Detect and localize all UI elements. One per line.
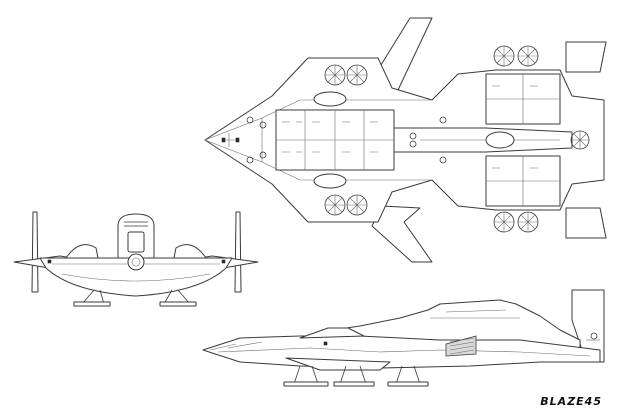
- front-view-nose-intake: [127, 253, 145, 271]
- top-view-rear-dome: [485, 131, 515, 149]
- side-view-canopy: [299, 327, 365, 339]
- front-view-left-fin: [31, 211, 39, 293]
- top-view-canopy-upper: [313, 91, 347, 107]
- top-view-sensor-dots: [246, 116, 447, 164]
- front-view-right-fin: [234, 211, 242, 293]
- front-view-body: [39, 257, 233, 297]
- side-view: [202, 289, 605, 387]
- top-view-rear-fin-upper: [565, 41, 607, 73]
- front-view: [13, 211, 259, 307]
- top-view-rear-fin-lower: [565, 207, 607, 239]
- front-view-landing-gear: [73, 289, 197, 307]
- front-view-right-pod: [173, 244, 207, 259]
- side-view-intake: [445, 335, 477, 357]
- top-view-rear-panels: [485, 73, 561, 207]
- top-view-lift-fans: [324, 45, 590, 233]
- side-view-landing-gear: [283, 365, 429, 387]
- top-view: [204, 17, 607, 263]
- artist-signature: BLAZE45: [540, 395, 602, 408]
- top-view-canopy-lower: [313, 173, 347, 189]
- front-view-left-pod: [65, 244, 99, 259]
- top-view-bay-panels: [275, 109, 395, 171]
